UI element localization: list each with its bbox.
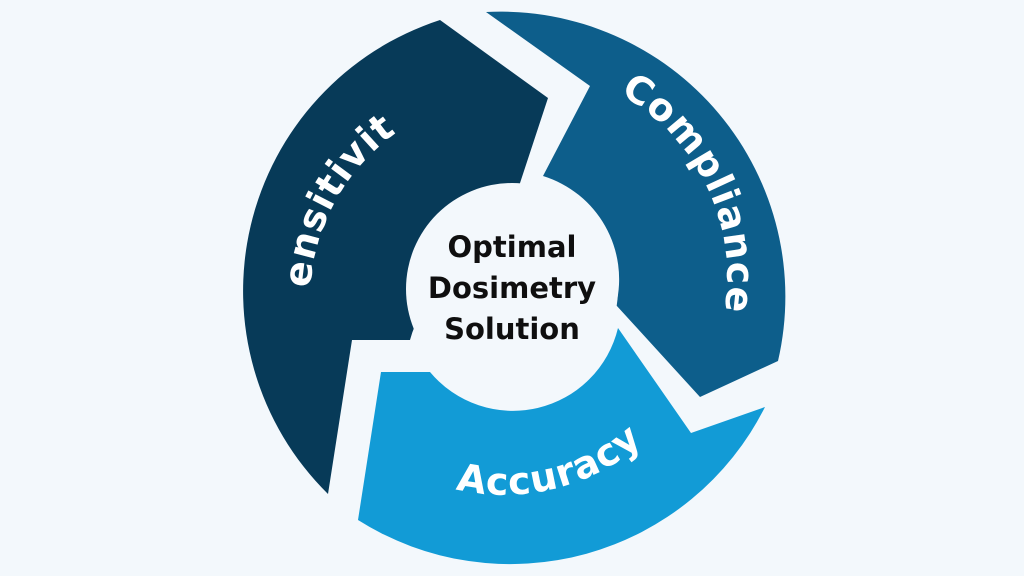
segment-compliance — [486, 11, 786, 397]
center-title-line-3: Solution — [444, 312, 580, 346]
segment-accuracy — [358, 328, 765, 565]
center-title-line-1: Optimal — [448, 230, 577, 264]
segment-sensitivity — [243, 20, 548, 494]
center-title-line-2: Dosimetry — [428, 271, 596, 305]
center-circle — [406, 183, 618, 395]
